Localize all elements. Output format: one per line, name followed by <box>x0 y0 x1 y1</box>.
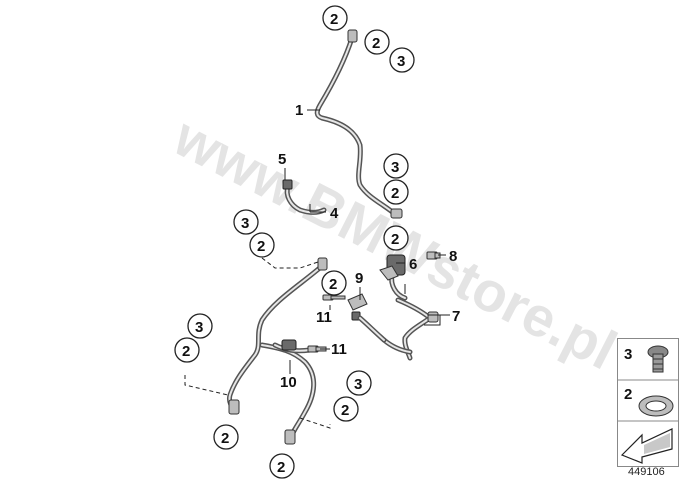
svg-text:2: 2 <box>221 430 229 447</box>
valve-block-6 <box>379 254 408 301</box>
svg-text:2: 2 <box>391 231 399 248</box>
svg-text:2: 2 <box>182 343 190 360</box>
callout-2-bottom: 2 <box>269 453 295 479</box>
callout-2-valve: 2 <box>383 225 409 251</box>
svg-text:2: 2 <box>277 459 285 476</box>
callout-2-bottom-left: 2 <box>213 424 239 450</box>
legend-number-2: 2 <box>624 386 632 403</box>
svg-text:2: 2 <box>330 11 338 28</box>
callout-2-bracket: 2 <box>321 270 347 296</box>
brake-hose-1 <box>314 29 403 219</box>
label-11-lower: 11 <box>331 341 347 358</box>
svg-text:3: 3 <box>391 159 399 176</box>
label-9: 9 <box>355 270 363 287</box>
leader-lines <box>284 109 450 374</box>
label-4: 4 <box>330 205 339 222</box>
callout-2-left: 2 <box>249 232 275 258</box>
bolt-8 <box>426 251 441 260</box>
label-8: 8 <box>449 248 457 265</box>
legend-canvas: 3 2 <box>618 345 678 464</box>
arrow-icon <box>620 428 673 464</box>
svg-text:2: 2 <box>341 402 349 419</box>
callout-2-mid: 2 <box>383 179 409 205</box>
brake-hose-assembly-10 <box>227 257 328 445</box>
callout-3-mid: 3 <box>383 153 409 179</box>
svg-text:3: 3 <box>195 319 203 336</box>
legend-number-3: 3 <box>624 346 632 363</box>
bracket-9 <box>347 293 387 343</box>
callout-3-left: 3 <box>233 209 259 235</box>
callout-3-lower-right: 3 <box>346 370 372 396</box>
diagram-number: 449106 <box>628 466 665 478</box>
svg-text:3: 3 <box>397 53 405 70</box>
banjo-bolt-icon <box>647 345 669 373</box>
label-11-upper: 11 <box>316 309 332 326</box>
callout-2-top-second: 2 <box>364 29 390 55</box>
svg-text:2: 2 <box>257 238 265 255</box>
svg-text:3: 3 <box>241 215 249 232</box>
bolt-11-upper <box>322 294 346 301</box>
svg-text:2: 2 <box>329 276 337 293</box>
dashed-leaders <box>184 257 331 429</box>
svg-text:3: 3 <box>354 376 362 393</box>
callout-3-lower-left: 3 <box>187 313 213 339</box>
label-5: 5 <box>278 151 286 168</box>
callout-2-lower-right: 2 <box>333 396 359 422</box>
callout-3-top: 3 <box>389 47 415 73</box>
label-6: 6 <box>409 256 417 273</box>
svg-text:2: 2 <box>391 185 399 202</box>
callout-2-top: 2 <box>322 5 348 31</box>
brake-line-7 <box>381 297 439 361</box>
callout-2-lower-left: 2 <box>174 337 200 363</box>
sealing-ring-icon <box>638 395 674 417</box>
label-10: 10 <box>280 374 297 391</box>
label-1: 1 <box>295 102 303 119</box>
svg-text:2: 2 <box>372 35 380 52</box>
legend-panel: 3 2 <box>617 338 679 467</box>
label-7: 7 <box>452 308 460 325</box>
